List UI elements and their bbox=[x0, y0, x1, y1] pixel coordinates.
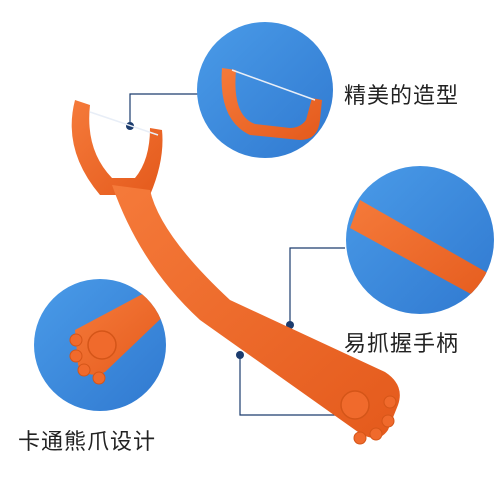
feature-label-design: 精美的造型 bbox=[344, 84, 460, 109]
paw-print-icon bbox=[340, 390, 397, 445]
callout-handle bbox=[346, 166, 494, 314]
callout-floss-head bbox=[197, 22, 333, 158]
feature-label-grip: 易抓握手柄 bbox=[344, 332, 460, 357]
floss-string bbox=[89, 111, 159, 136]
leader-line-right bbox=[289, 247, 345, 325]
leader-line-left bbox=[239, 355, 345, 416]
leader-dot-left bbox=[236, 351, 244, 359]
feature-label-paw: 卡通熊爪设计 bbox=[18, 430, 157, 455]
floss-pick-icon bbox=[71, 100, 400, 445]
callout-bear-paw bbox=[34, 279, 166, 411]
